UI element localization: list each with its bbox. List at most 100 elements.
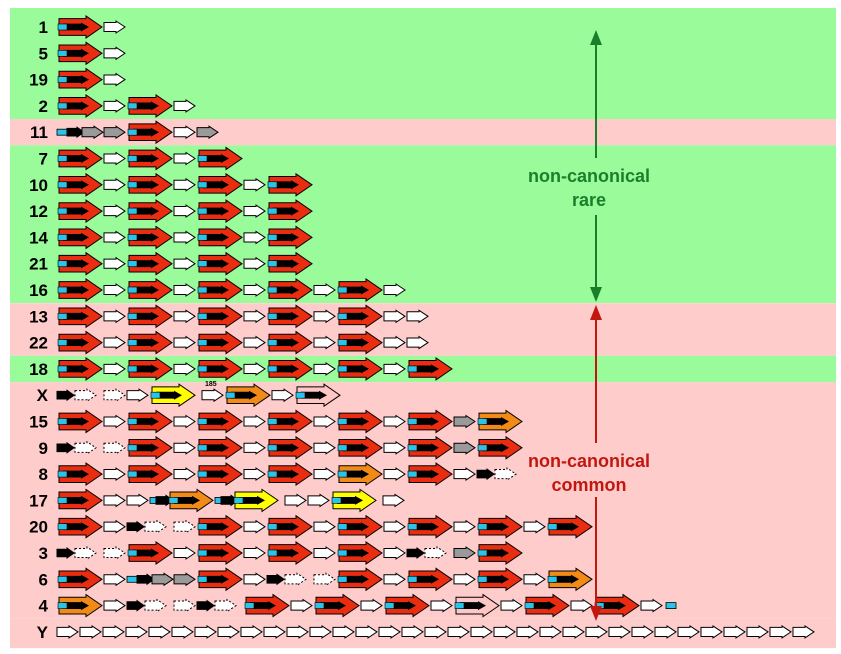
cyan-marker bbox=[267, 260, 278, 268]
inner-black-arrow bbox=[483, 417, 509, 426]
inner-black-arrow bbox=[156, 390, 182, 400]
white-arrow bbox=[103, 98, 126, 113]
white-arrow bbox=[313, 519, 336, 534]
chromosome-label: Y bbox=[37, 623, 49, 642]
cyan-marker bbox=[477, 444, 488, 452]
inner-black-arrow bbox=[343, 574, 369, 584]
cyan-marker bbox=[267, 365, 278, 373]
cyan-marker bbox=[57, 575, 68, 583]
cyan-marker bbox=[57, 286, 68, 294]
inner-black-arrow bbox=[63, 417, 89, 426]
chromosome-row: Y bbox=[37, 623, 815, 642]
white-arrow bbox=[654, 624, 677, 639]
white-arrow bbox=[173, 361, 196, 376]
white-arrow bbox=[103, 546, 126, 560]
cyan-marker bbox=[57, 207, 68, 215]
inner-black-arrow bbox=[343, 443, 369, 453]
inner-black-arrow bbox=[63, 285, 89, 295]
inner-black-arrow bbox=[133, 548, 159, 558]
white-arrow bbox=[383, 467, 406, 482]
chromosome-row: 3 bbox=[39, 541, 523, 565]
cyan-marker bbox=[233, 497, 244, 504]
cyan-marker bbox=[127, 234, 138, 241]
inner-black-arrow bbox=[63, 574, 89, 584]
white-arrow bbox=[424, 546, 447, 560]
inner-black-arrow bbox=[231, 390, 257, 400]
inner-black-arrow bbox=[133, 469, 159, 479]
white-arrow bbox=[103, 361, 126, 376]
chromosome-label: 12 bbox=[29, 202, 48, 221]
cyan-marker bbox=[57, 365, 68, 373]
black-arrow bbox=[476, 468, 495, 481]
inner-black-arrow bbox=[483, 522, 509, 532]
white-arrow bbox=[103, 414, 126, 429]
white-arrow bbox=[125, 624, 148, 639]
white-arrow bbox=[74, 388, 97, 403]
white-arrow bbox=[201, 388, 224, 403]
cyan-marker bbox=[337, 523, 348, 531]
inner-black-arrow bbox=[133, 443, 159, 453]
cyan-marker bbox=[150, 391, 161, 399]
inner-black-arrow bbox=[273, 311, 299, 321]
inner-black-arrow bbox=[203, 206, 229, 216]
chromosome-row: 16 bbox=[29, 278, 406, 302]
inner-black-arrow bbox=[63, 338, 89, 348]
cyan-marker bbox=[197, 575, 208, 583]
white-arrow bbox=[171, 624, 194, 639]
cyan-marker bbox=[407, 444, 418, 452]
white-arrow bbox=[173, 230, 196, 245]
white-arrow bbox=[424, 624, 447, 639]
inner-black-arrow bbox=[133, 101, 159, 111]
black-arrow bbox=[56, 547, 75, 559]
inner-black-arrow bbox=[273, 364, 299, 374]
inner-black-arrow bbox=[273, 338, 299, 348]
inner-black-arrow bbox=[133, 206, 159, 216]
cyan-marker bbox=[267, 286, 278, 294]
white-arrow bbox=[453, 519, 476, 534]
cyan-marker bbox=[197, 549, 208, 557]
cyan-marker bbox=[197, 470, 208, 478]
white-arrow bbox=[173, 256, 196, 271]
white-arrow bbox=[173, 204, 196, 219]
white-arrow bbox=[263, 624, 286, 639]
black-arrow bbox=[126, 520, 145, 533]
inner-black-arrow bbox=[273, 522, 299, 532]
cyan-marker bbox=[407, 418, 418, 425]
common-label-line2: common bbox=[551, 475, 626, 495]
white-arrow bbox=[383, 309, 406, 324]
inner-black-arrow bbox=[203, 469, 229, 479]
inner-black-arrow bbox=[174, 495, 200, 505]
x-row-small-label: 185 bbox=[205, 381, 217, 388]
cyan-marker bbox=[524, 602, 535, 609]
white-arrow bbox=[102, 624, 125, 639]
inner-black-arrow bbox=[63, 206, 89, 216]
white-arrow bbox=[500, 598, 523, 613]
inner-black-arrow bbox=[483, 574, 509, 584]
cyan-marker bbox=[477, 575, 488, 583]
white-arrow bbox=[383, 546, 406, 560]
cyan-marker bbox=[337, 312, 348, 320]
white-arrow bbox=[173, 309, 196, 324]
cyan-marker bbox=[197, 444, 208, 452]
inner-black-arrow bbox=[337, 495, 363, 505]
cyan-marker bbox=[407, 470, 418, 478]
white-arrow bbox=[406, 309, 429, 324]
cyan-marker bbox=[57, 470, 68, 478]
inner-black-arrow bbox=[301, 390, 327, 400]
white-arrow bbox=[284, 572, 307, 587]
cyan-marker bbox=[168, 497, 179, 504]
cyan-marker bbox=[337, 365, 348, 373]
chromosome-row: 11 bbox=[30, 120, 219, 145]
white-arrow bbox=[539, 624, 562, 639]
white-arrow bbox=[313, 283, 336, 297]
cyan-marker bbox=[295, 391, 306, 399]
black-arrow bbox=[126, 599, 145, 612]
cyan-marker bbox=[57, 102, 68, 110]
white-arrow bbox=[383, 335, 406, 350]
chromosome-label: 10 bbox=[29, 176, 48, 195]
cyan-marker bbox=[244, 602, 255, 609]
white-arrow bbox=[173, 467, 196, 482]
grey-arrow bbox=[453, 440, 476, 455]
cyan-marker bbox=[57, 497, 68, 504]
cyan-marker bbox=[337, 575, 348, 583]
